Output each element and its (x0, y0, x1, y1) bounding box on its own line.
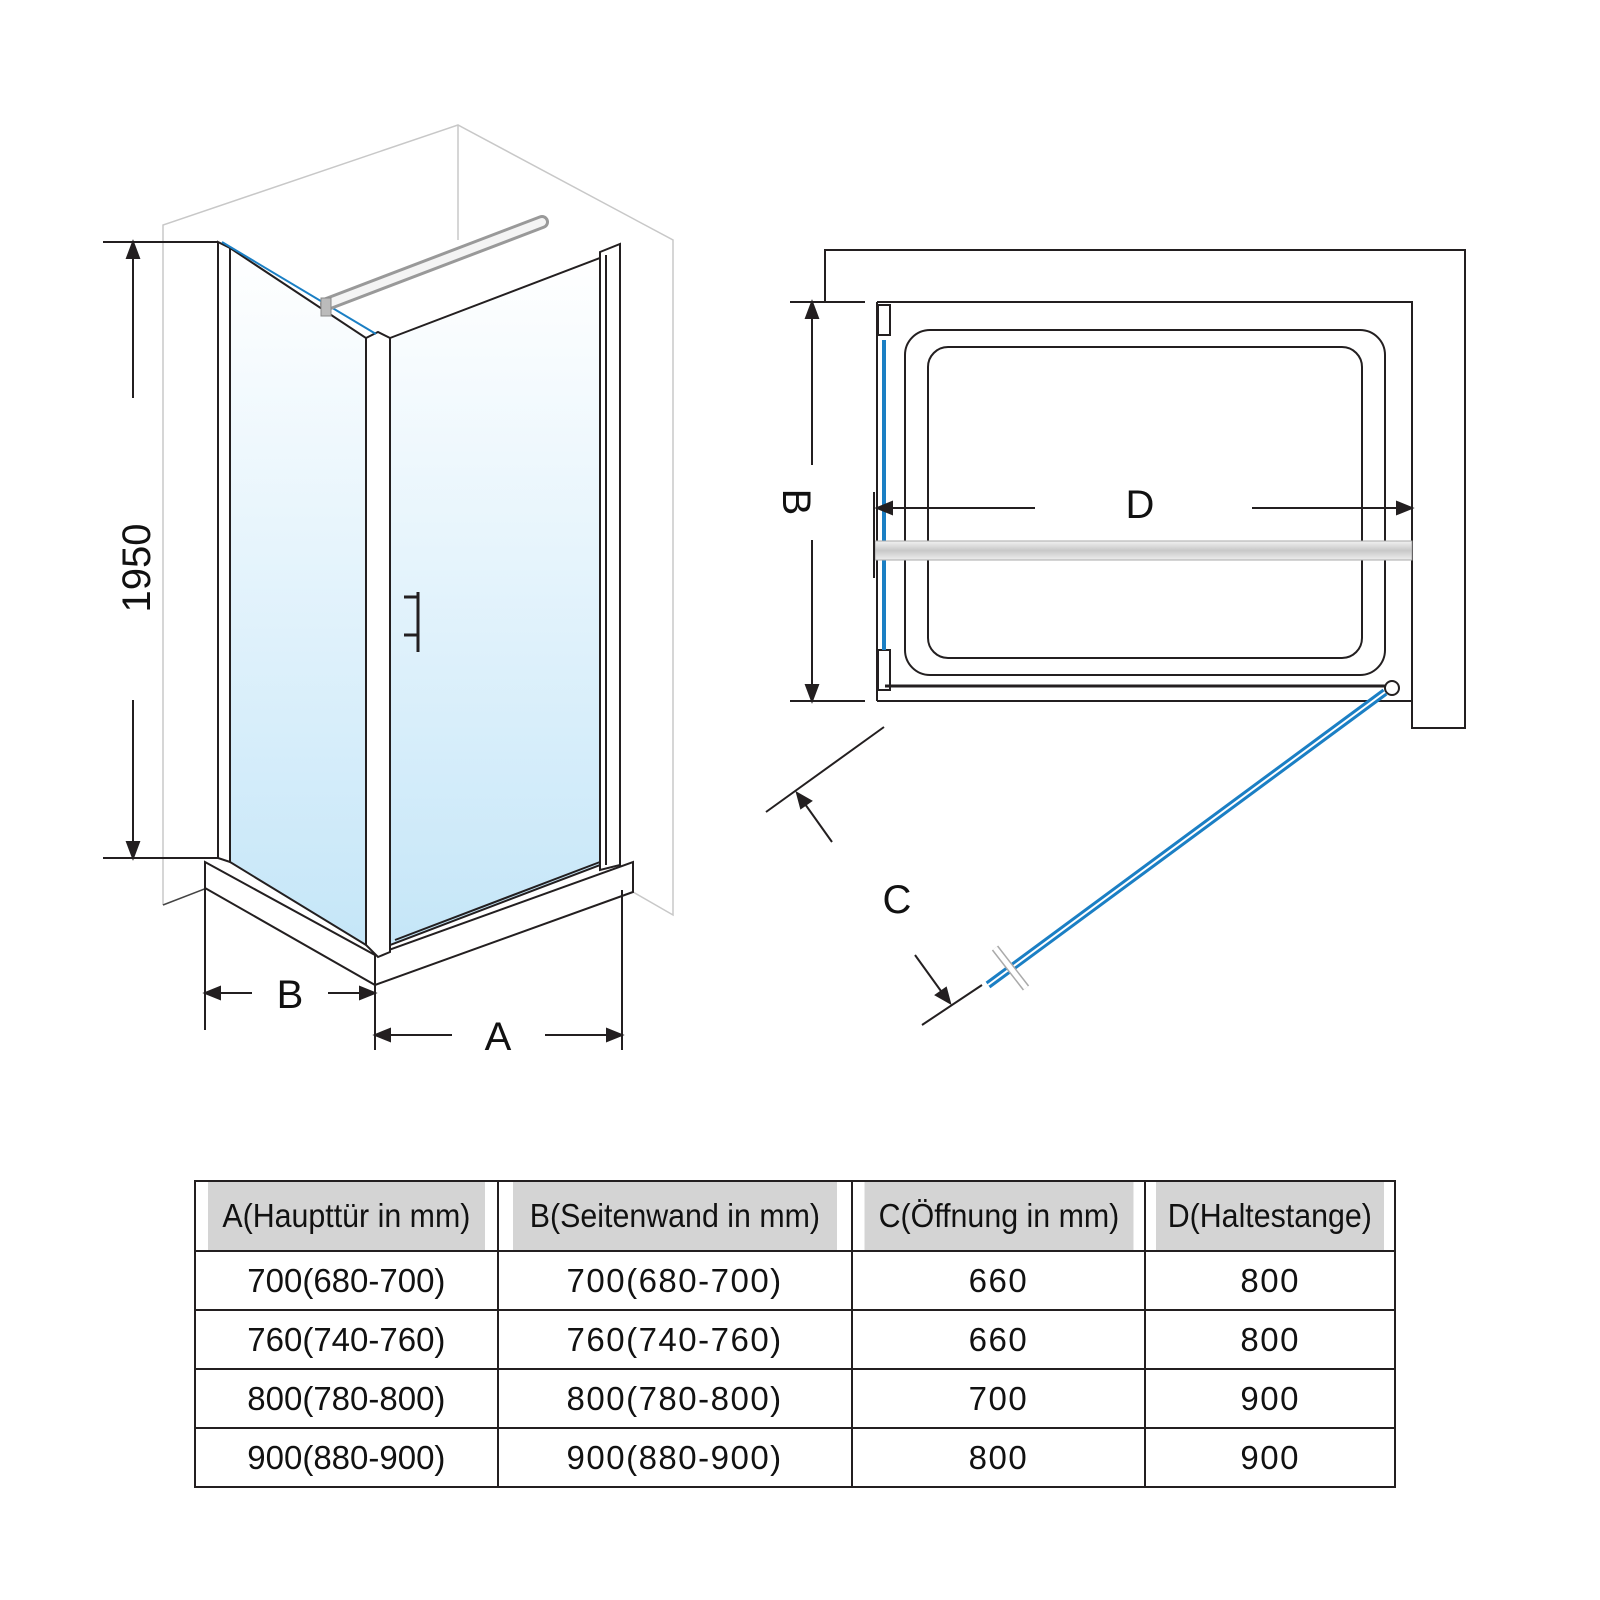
cell: 800 (850, 1427, 1147, 1488)
open-door-top (985, 688, 1388, 991)
top-blue-line (221, 241, 377, 335)
cell: 900 (1144, 1427, 1396, 1488)
cell: 760(740-760) (496, 1309, 853, 1370)
wall-outline (162, 124, 674, 917)
table-row: 700(680-700) 700(680-700) 660 800 (194, 1250, 1396, 1311)
cell: 700(680-700) (194, 1250, 499, 1311)
support-rod-top (874, 540, 1413, 561)
table-row: 760(740-760) 760(740-760) 660 800 (194, 1309, 1396, 1370)
header-b: B(Seitenwand in mm) (510, 1180, 839, 1252)
header-d: D(Haltestange) (1154, 1180, 1386, 1252)
top-view (765, 249, 1466, 1026)
cell: 800 (1144, 1250, 1396, 1311)
tray-outer (904, 329, 1386, 676)
dim-d-label: D (1126, 483, 1155, 527)
cell: 900(880-900) (496, 1427, 853, 1488)
dim-c-label: C (883, 878, 912, 922)
header-c: C(Öffnung in mm) (862, 1180, 1135, 1252)
cell: 900 (1144, 1368, 1396, 1429)
dim-b-label: B (277, 973, 304, 1017)
cell: 660 (850, 1250, 1147, 1311)
door-handle (404, 592, 420, 652)
cell: 700 (850, 1368, 1147, 1429)
header-a: A(Haupttür in mm) (206, 1180, 487, 1252)
cell: 800(780-800) (496, 1368, 853, 1429)
cell: 700(680-700) (496, 1250, 853, 1311)
tray-inner (927, 346, 1363, 659)
cell: 900(880-900) (194, 1427, 499, 1488)
door-glass (389, 256, 601, 947)
side-panel-glass (229, 246, 367, 947)
corner-profile (365, 330, 391, 959)
perspective-view (103, 124, 674, 1050)
cell: 800 (1144, 1309, 1396, 1370)
side-wall-profile (217, 240, 231, 864)
cell: 760(740-760) (194, 1309, 499, 1370)
wall-outline-top (824, 249, 1466, 729)
table-row: 900(880-900) 900(880-900) 800 900 (194, 1427, 1396, 1488)
door-frame-right (599, 242, 621, 872)
dim-b-top-label: B (774, 489, 818, 516)
table-row: 800(780-800) 800(780-800) 700 900 (194, 1368, 1396, 1429)
dim-a-label: A (485, 1015, 512, 1059)
height-label: 1950 (115, 524, 159, 613)
size-table: A(Haupttür in mm) B(Seitenwand in mm) C(… (194, 1180, 1396, 1488)
cell: 800(780-800) (194, 1368, 499, 1429)
cell: 660 (850, 1309, 1147, 1370)
table-header-row: A(Haupttür in mm) B(Seitenwand in mm) C(… (195, 1180, 1395, 1252)
